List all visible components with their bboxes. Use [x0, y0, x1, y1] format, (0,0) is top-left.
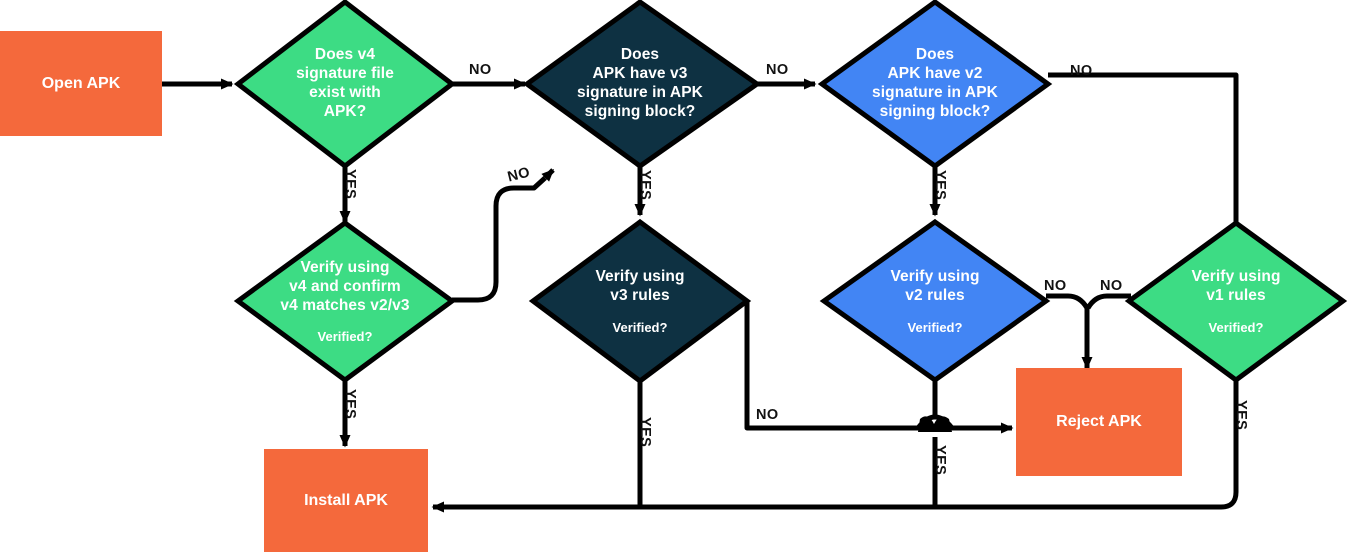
- edge-v2verify-no: [1046, 293, 1090, 360]
- node-v4-exists[interactable]: [233, 0, 457, 170]
- node-v3-verify[interactable]: [528, 218, 752, 385]
- node-v1-verify[interactable]: [1124, 219, 1347, 384]
- node-v3-exists[interactable]: [522, 0, 762, 170]
- node-v4-verify[interactable]: [233, 219, 457, 384]
- edge-v4verify-no-head: [541, 168, 555, 182]
- node-v2-verify[interactable]: [819, 218, 1051, 384]
- edge-v2exists-no: [1048, 72, 1239, 228]
- edge-v1verify-yes: [435, 380, 1239, 510]
- line-hop-marker: [916, 414, 954, 432]
- node-install-apk[interactable]: [264, 449, 428, 552]
- node-reject-apk[interactable]: [1016, 368, 1182, 476]
- node-open-apk[interactable]: [0, 31, 162, 136]
- node-v2-exists[interactable]: [817, 0, 1053, 170]
- edge-v1verify-no: [1085, 293, 1131, 310]
- edge-v4verify-no: [452, 176, 547, 303]
